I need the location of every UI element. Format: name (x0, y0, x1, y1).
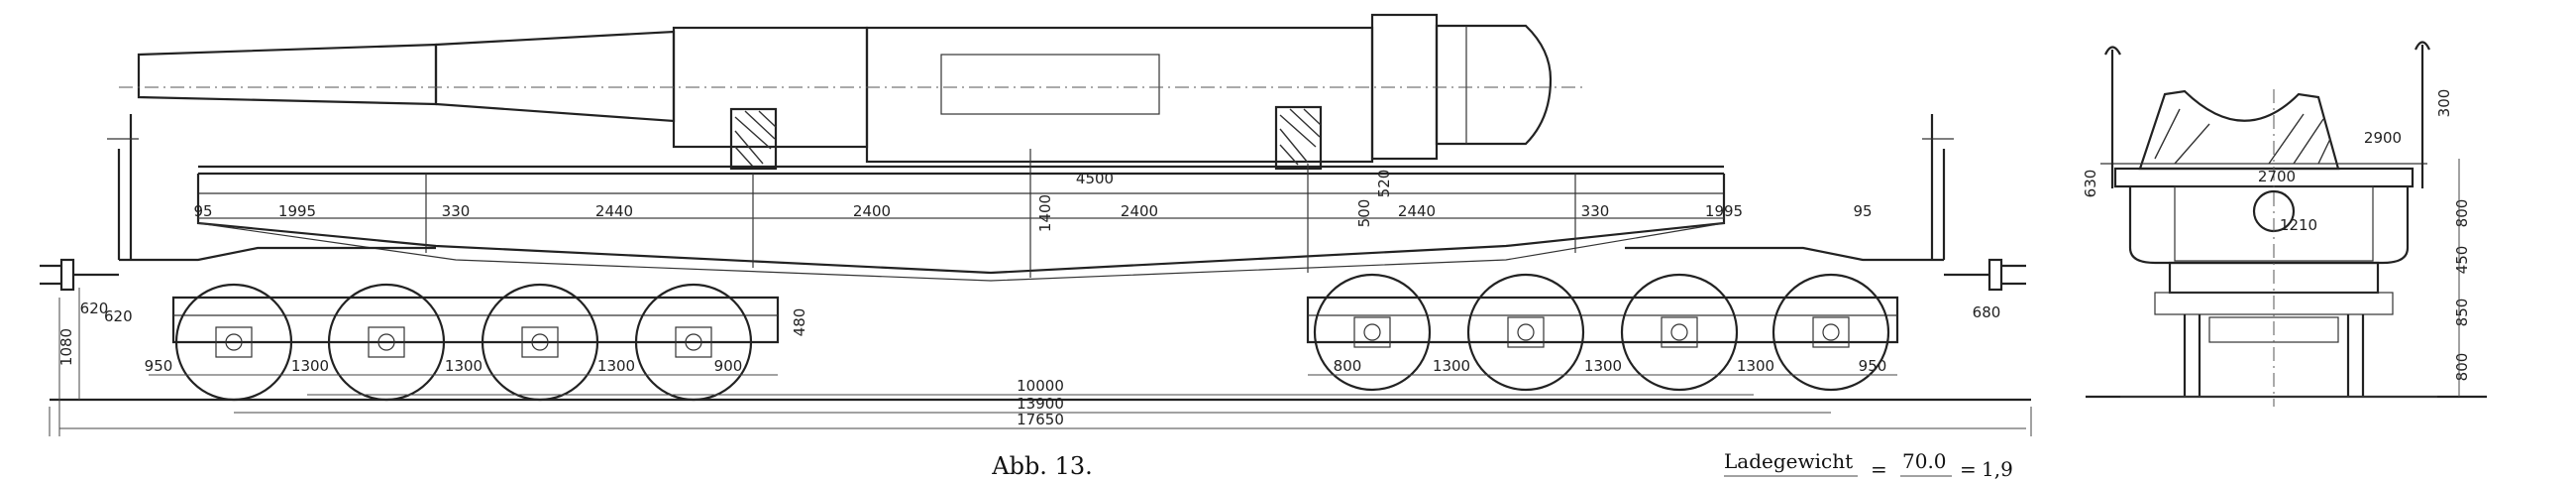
dim-wheelbase-total: 13900 (1017, 395, 1064, 413)
end-dim-width: 1210 (2280, 216, 2317, 234)
dim-bogie-right: 1300 (1433, 357, 1470, 375)
dim-frame-segment: 1995 (1705, 202, 1743, 220)
dim-bogie-right: 950 (1859, 357, 1887, 375)
end-dim-width: 2900 (2364, 129, 2402, 147)
ratio-equals-2: = (1960, 457, 1977, 481)
dim-height: 1080 (57, 328, 75, 366)
left-end (40, 114, 436, 292)
dim-bogie-centers: 10000 (1017, 377, 1064, 395)
dim-top-level: 4500 (1076, 170, 1114, 187)
ratio-load: 70.0 (1902, 449, 1947, 473)
dim-frame-segment: 1995 (278, 202, 316, 220)
wheel (1313, 273, 1432, 392)
dim-end-margin: 95 (1853, 202, 1872, 220)
dim-frame-segment: 2440 (1398, 202, 1436, 220)
deck-frame (196, 149, 1726, 282)
end-dim-height: 450 (2453, 246, 2471, 275)
dim-height: 620 (80, 300, 109, 317)
load-ratio: Ladegewicht = 70.0 = 1,9 (1724, 449, 2013, 481)
dim-frame-segment: 330 (442, 202, 471, 220)
ratio-equals: = (1871, 457, 1887, 481)
dim-bogie-left: 1300 (445, 357, 483, 375)
dim-bogie-left: 900 (714, 357, 743, 375)
dim-top-level: 520 (1375, 170, 1393, 198)
dim-frame-segment: 330 (1581, 202, 1610, 220)
dim-bogie-left: 1300 (291, 357, 329, 375)
side-view: 17650 13900 10000 950 1300 1300 1300 900… (40, 13, 2032, 436)
dim-end-margin: 95 (193, 202, 212, 220)
wheel (1620, 273, 1739, 392)
dim-bogie-left: 950 (145, 357, 173, 375)
end-dim-width: 2700 (2258, 168, 2296, 185)
dimension-lines (49, 217, 2032, 436)
dimension-labels: 17650 13900 10000 950 1300 1300 1300 900… (57, 170, 2000, 428)
end-dim-height: 630 (2082, 170, 2099, 198)
dim-bogie-right: 1300 (1584, 357, 1622, 375)
dim-height: 620 (104, 307, 133, 325)
end-view: 2900 2700 1210 630 800 450 850 800 300 (2082, 41, 2487, 407)
end-dim-height: 850 (2453, 299, 2471, 327)
dim-height: 680 (1973, 303, 2001, 321)
saddle-block (2138, 89, 2340, 171)
dim-top-level: 1400 (1036, 194, 1054, 232)
figure-caption: Abb. 13. (991, 452, 1092, 480)
right-end (1625, 114, 2026, 292)
gun-barrel (119, 13, 1585, 164)
end-dim-height: 300 (2435, 89, 2453, 118)
dim-frame-segment: 2440 (595, 202, 633, 220)
ratio-value: 1,9 (1982, 457, 2013, 481)
dim-frame-segment: 2400 (1121, 202, 1158, 220)
dim-bogie-left: 1300 (597, 357, 635, 375)
ratio-label: Ladegewicht (1724, 449, 1853, 473)
wheel (1466, 273, 1585, 392)
wheel (1771, 273, 1890, 392)
end-dim-height: 800 (2453, 353, 2471, 382)
cradle-right (1274, 105, 1323, 171)
dim-frame-segment: 2400 (853, 202, 891, 220)
left-bogie-frame (171, 296, 780, 344)
dim-height: 480 (791, 308, 808, 337)
dim-overall-length: 17650 (1017, 411, 1064, 428)
end-dim-height: 800 (2453, 199, 2471, 228)
cradle-left (729, 107, 778, 171)
dim-bogie-right: 1300 (1737, 357, 1774, 375)
dim-top-level: 500 (1355, 199, 1373, 228)
dim-bogie-right: 800 (1334, 357, 1362, 375)
right-bogie-frame (1306, 296, 1899, 344)
